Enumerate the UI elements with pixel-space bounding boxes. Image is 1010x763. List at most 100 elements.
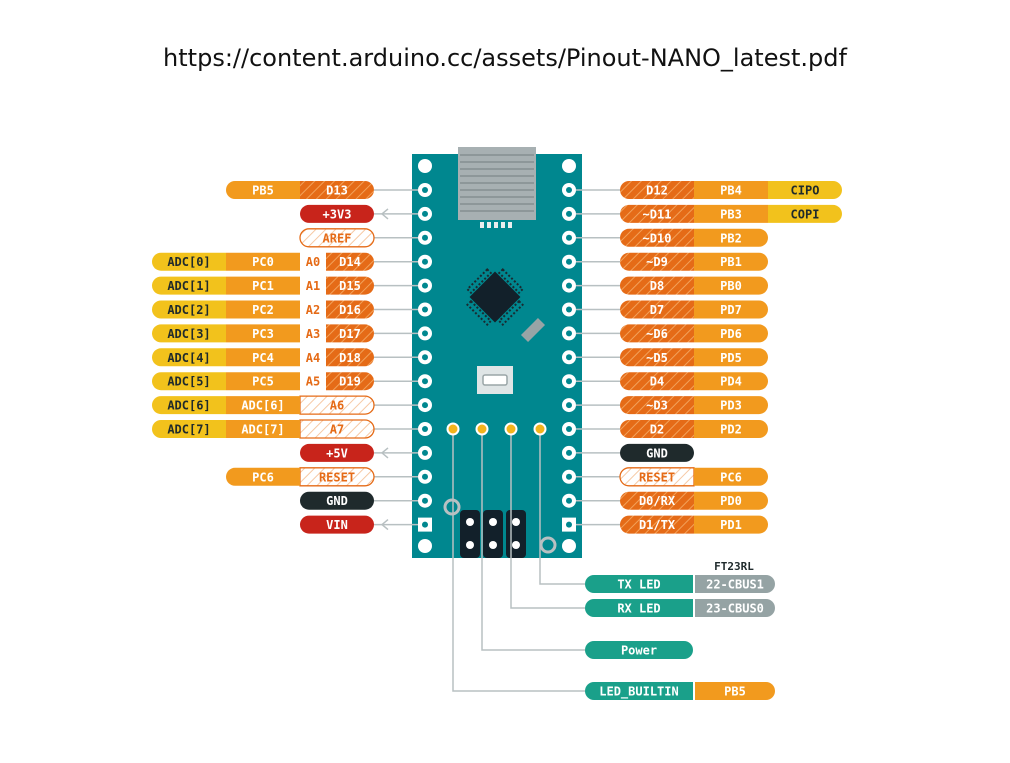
pin-label-d11-text: ~D11	[643, 207, 672, 221]
pin-label-pd6-text: PD6	[720, 327, 742, 341]
pin-label-pb3-text: PB3	[720, 207, 742, 221]
icsp-header	[460, 510, 526, 558]
pin-label-pc4-text: PC4	[252, 351, 274, 365]
pin-label-d9: ~D9	[620, 252, 694, 271]
arduino-nano-board	[412, 147, 582, 558]
pin-label-d16-text: D16	[339, 303, 361, 317]
pin-tag-a2-text: A2	[306, 303, 320, 317]
led-row-power: Power	[475, 422, 693, 659]
pin-label-pb5: PB5	[226, 181, 300, 199]
pin-label-pc5-text: PC5	[252, 375, 274, 389]
board-led-icon	[475, 422, 489, 436]
pin-label-pb0-text: PB0	[720, 279, 742, 293]
pin-label-d6-text: ~D6	[646, 327, 668, 341]
pin-pad-hole	[566, 402, 572, 409]
pin-label-d4: D4	[620, 372, 694, 391]
pin-label-d13-text: D13	[326, 184, 348, 198]
right-pin-row-d4: D4 PD4	[562, 372, 768, 391]
board-led-icon	[504, 422, 518, 436]
left-pin-row-d13: D13 PB5	[226, 181, 432, 199]
right-pin-row-d3: ~D3 PD3	[562, 396, 768, 415]
pin-tag-a0: A0	[300, 252, 326, 271]
pin-label-d3-text: ~D3	[646, 399, 668, 413]
pin-tag-a4: A4	[300, 348, 326, 367]
ft23rl-heading: FT23RL	[714, 560, 754, 573]
led-label-led-builtin: LED_BUILTIN	[585, 682, 693, 700]
pin-label-reset: RESET	[619, 467, 695, 487]
pin-label-3v3-text: +3V3	[323, 207, 352, 221]
pin-label-adc-5-text: ADC[5]	[167, 375, 210, 389]
pin-label-adc-7: ADC[7]	[152, 420, 226, 438]
pin-label-adc-2-text: ADC[2]	[167, 303, 210, 317]
pin-pad-hole	[566, 187, 572, 193]
pin-label-d18: D18	[326, 348, 374, 367]
pin-label-pc2-text: PC2	[252, 303, 274, 317]
pin-label-d15-text: D15	[339, 279, 361, 293]
pin-label-pc5: PC5	[226, 372, 300, 391]
pin-label-reset-text: RESET	[639, 470, 675, 484]
pin-label-d8-text: D8	[650, 279, 664, 293]
pin-label-d11: ~D11	[620, 204, 694, 223]
pin-label-d19: D19	[326, 372, 374, 391]
pin-pad-hole	[566, 473, 572, 480]
led-extra-pb5: PB5	[695, 682, 775, 700]
pin-label-a6: A6	[299, 395, 375, 415]
pin-tag-a0-text: A0	[306, 255, 320, 269]
left-pin-row-d16: D16 A2 PC2 ADC[2]	[152, 300, 432, 319]
pin-label-adc-3-text: ADC[3]	[167, 327, 210, 341]
board-via-right	[539, 536, 557, 554]
pin-pad-hole	[566, 282, 572, 289]
pin-label-pb1: PB1	[694, 252, 768, 271]
usb-connector-ridges	[460, 154, 534, 212]
led-connector-line	[510, 429, 585, 609]
pin-pad-hole	[566, 354, 572, 361]
pin-label-pd4-text: PD4	[720, 375, 742, 389]
right-pin-row-gnd: GND	[562, 443, 694, 462]
mounting-hole-bottom-left	[418, 539, 432, 553]
pin-label-adc-6-text: ADC[6]	[167, 399, 210, 413]
pin-pad-hole	[422, 378, 428, 385]
led-label-rx-led: RX LED	[585, 599, 693, 617]
right-pin-row-reset: RESET PC6	[562, 467, 768, 487]
pin-label-pd3: PD3	[694, 396, 768, 415]
right-pin-row-d6: ~D6 PD6	[562, 324, 768, 343]
led-connector-line	[539, 429, 585, 585]
pin-arrow-icon	[380, 519, 389, 531]
pin-label-pb5-text: PB5	[252, 184, 274, 198]
pin-label-adc-6: ADC[6]	[152, 396, 226, 415]
pin-label-d1-tx: D1/TX	[620, 515, 694, 534]
pin-label-d5-text: ~D5	[646, 351, 668, 365]
pin-label-pd7: PD7	[694, 300, 768, 319]
left-pin-row-5v: +5V	[300, 443, 432, 462]
pin-pad-hole	[422, 210, 428, 217]
left-pin-rows: D13PB5+3V3AREFD14A0PC0ADC[0]D15A1PC1ADC[…	[152, 181, 432, 534]
pin-pad-hole	[566, 426, 572, 432]
pin-tag-a3-text: A3	[306, 327, 320, 341]
pin-pad-hole	[422, 306, 428, 313]
pin-label-pc6: PC6	[694, 467, 768, 486]
pin-pad-hole	[566, 497, 572, 504]
pin-label-pd3-text: PD3	[720, 399, 742, 413]
pin-label-pc6-text: PC6	[720, 470, 742, 484]
pin-label-pd2: PD2	[694, 420, 768, 438]
pin-label-d16: D16	[326, 300, 374, 319]
left-pin-row-gnd: GND	[300, 491, 432, 510]
pin-tag-a1: A1	[300, 276, 326, 295]
pin-label-d4-text: D4	[650, 375, 664, 389]
led-connector-line	[481, 429, 585, 651]
pin-tag-a4-text: A4	[306, 351, 320, 365]
led-connector-line	[452, 429, 585, 692]
pin-pad-hole	[422, 521, 428, 528]
pin-label-reset: RESET	[299, 467, 375, 487]
board-led-icon	[533, 422, 547, 436]
pin-label-5v: +5V	[300, 443, 374, 462]
